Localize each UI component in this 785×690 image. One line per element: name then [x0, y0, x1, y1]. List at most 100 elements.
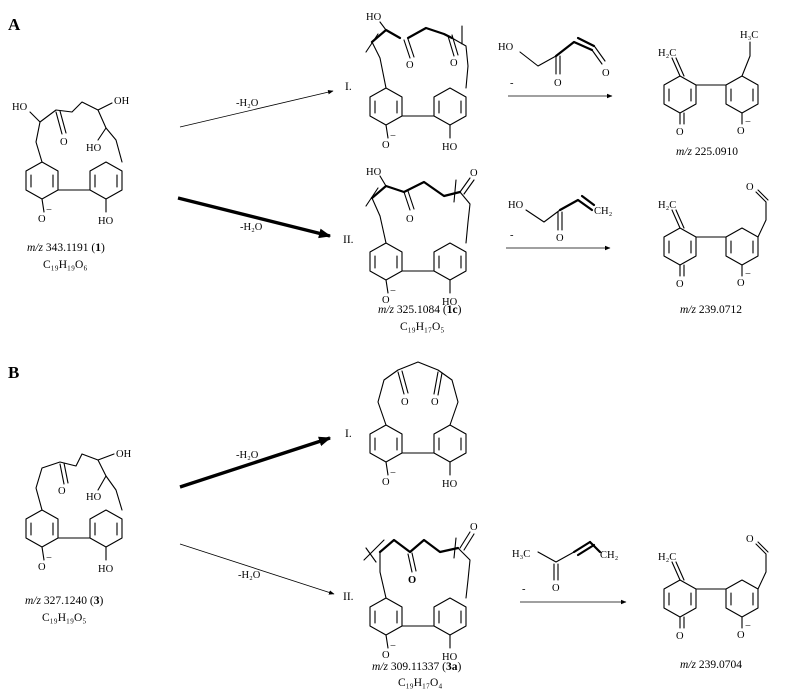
charge-minus: − — [745, 117, 751, 128]
atom-oh: HO — [442, 297, 458, 308]
label-compound-1: m/z 343.1191 (1) — [27, 242, 105, 254]
atom-o-minus: O — [382, 140, 390, 151]
atom-h2c: H₂C — [658, 200, 676, 211]
charge-minus: − — [390, 286, 396, 297]
charge-minus: − — [46, 553, 52, 564]
atom-h2c: H₂C — [658, 552, 676, 563]
atom-ho: HO — [366, 167, 382, 178]
label-fragment-239-b: m/z 239.0704 — [680, 659, 742, 671]
atom-o-minus: O — [737, 278, 745, 289]
arrow-route-ii — [177, 196, 332, 239]
panel-label-b: B — [8, 363, 19, 382]
structure-fragment-225: H₂C H₃C O O − — [658, 30, 759, 138]
arrow-route-i — [179, 89, 334, 128]
atom-o: O — [470, 522, 478, 533]
structure-compound-3: O OH HO O − HO — [25, 449, 132, 575]
panel-label-a: A — [8, 15, 21, 34]
atom-ch2: CH₂ — [600, 550, 619, 561]
formula-compound-3a: C₁₉H₁₇O₄ — [398, 677, 442, 689]
charge-minus: − — [390, 468, 396, 479]
charge-minus: − — [745, 269, 751, 280]
atom-oh: HO — [442, 479, 458, 490]
structure-fragment-239-a: H₂C O O O − — [658, 182, 769, 290]
structure-compound-1: HO OH O HO O − HO — [12, 96, 130, 227]
atom-oh: HO — [98, 564, 114, 575]
atom-h2c: H₂C — [658, 48, 676, 59]
atom-oh: HO — [442, 142, 458, 153]
atom-o: O — [554, 78, 562, 89]
atom-o: O — [746, 534, 754, 545]
atom-ho: HO — [498, 42, 514, 53]
atom-oh: OH — [116, 449, 132, 460]
charge-minus: − — [46, 205, 52, 216]
structure-neutral-loss-i: HO O O — [498, 36, 610, 89]
structure-fragment-239-b: H₂C O O O − — [658, 534, 769, 642]
atom-o: O — [401, 397, 409, 408]
label-loss-water: -H₂O — [236, 450, 259, 461]
atom-o-minus: O — [737, 126, 745, 137]
arrow-route-ii-b — [179, 543, 335, 595]
charge-minus: − — [390, 641, 396, 652]
atom-h3c: H₃C — [512, 549, 530, 560]
atom-o: O — [746, 182, 754, 193]
route-label-i: I. — [345, 81, 352, 93]
atom-o: O — [556, 233, 564, 244]
structure-intermediate-i: HO O O O − HO — [365, 12, 469, 153]
label-loss-water: -H₂O — [240, 222, 263, 233]
structure-neutral-loss-b: H₃C O CH₂ — [512, 540, 619, 594]
atom-ho: HO — [86, 143, 102, 154]
formula-compound-3: C₁₉H₁₉O₅ — [42, 612, 86, 624]
label-compound-3a: m/z 309.11337 (3a) — [372, 661, 462, 673]
atom-ho: HO — [508, 200, 524, 211]
formula-compound-1: C₁₉H₁₉O₆ — [43, 259, 87, 271]
atom-o: O — [676, 127, 684, 138]
atom-o: O — [60, 137, 68, 148]
structure-intermediate-i-b: O O O − HO — [369, 361, 467, 490]
atom-oh: HO — [442, 652, 458, 663]
atom-oh: HO — [98, 216, 114, 227]
atom-o-minus: O — [382, 295, 390, 306]
label-minus: - — [510, 78, 514, 89]
atom-o: O — [470, 168, 478, 179]
atom-o: O — [676, 279, 684, 290]
label-compound-1c: m/z 325.1084 (1c) — [378, 304, 462, 316]
atom-o: O — [602, 68, 610, 79]
label-loss-water: -H₂O — [238, 570, 261, 581]
atom-o-minus: O — [737, 630, 745, 641]
atom-o: O — [408, 575, 416, 586]
structure-compound-3a: O O O − HO — [363, 522, 478, 663]
atom-o: O — [676, 631, 684, 642]
route-label-ii-b: II. — [343, 591, 354, 603]
arrow-route-i-b — [179, 436, 332, 489]
atom-o: O — [406, 214, 414, 225]
atom-ch2: CH₂ — [594, 206, 613, 217]
atom-o: O — [406, 60, 414, 71]
formula-compound-1c: C₁₉H₁₇O₅ — [400, 321, 444, 333]
charge-minus: − — [390, 131, 396, 142]
atom-o-minus: O — [38, 214, 46, 225]
atom-ho: HO — [366, 12, 382, 23]
structure-neutral-loss-ii: HO O CH₂ — [508, 194, 613, 244]
label-loss-water: -H₂O — [236, 98, 259, 109]
atom-o-minus: O — [382, 650, 390, 661]
atom-o: O — [450, 58, 458, 69]
atom-oh: HO — [12, 102, 28, 113]
label-fragment-239-a: m/z 239.0712 — [680, 304, 742, 316]
atom-ho: HO — [86, 492, 102, 503]
atom-o-minus: O — [382, 477, 390, 488]
charge-minus: − — [745, 621, 751, 632]
atom-o-minus: O — [38, 562, 46, 573]
atom-h3c: H₃C — [740, 30, 758, 41]
route-label-i-b: I. — [345, 428, 352, 440]
atom-o: O — [58, 486, 66, 497]
atom-o: O — [431, 397, 439, 408]
label-fragment-225: m/z 225.0910 — [676, 146, 738, 158]
route-label-ii: II. — [343, 234, 354, 246]
atom-o: O — [552, 583, 560, 594]
structure-compound-1c: HO O O O − HO — [365, 167, 478, 308]
atom-oh: OH — [114, 96, 130, 107]
label-minus: - — [522, 584, 526, 595]
label-compound-3: m/z 327.1240 (3) — [25, 595, 103, 607]
label-minus: - — [510, 230, 514, 241]
